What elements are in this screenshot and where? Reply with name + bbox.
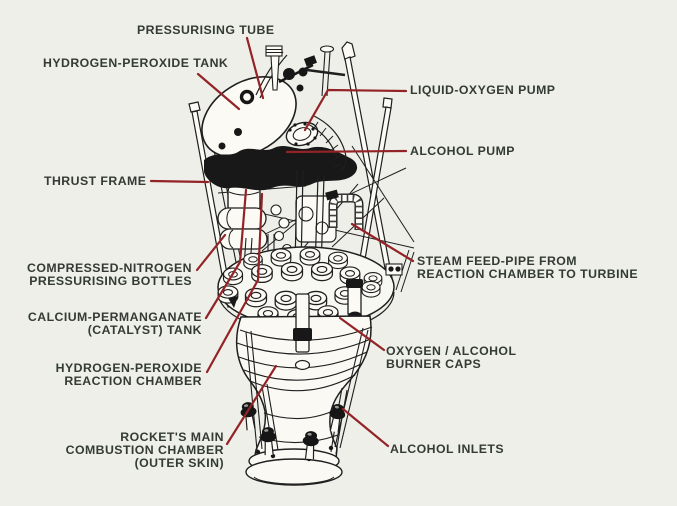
leader-pressurising-tube [245, 36, 265, 100]
leader-alcohol-pump [285, 149, 408, 154]
steam-feed-pipe-drawing [325, 189, 364, 230]
engine-art [188, 41, 415, 486]
label-compressed-nitrogen-line1: COMPRESSED-NITROGEN [27, 261, 192, 275]
leader-thrust-frame [149, 179, 210, 184]
label-steam-feed-pipe-line1: STEAM FEED-PIPE FROM [417, 254, 577, 268]
leader-liquid-oxygen-pump [303, 88, 408, 132]
injector-manifold-dark-mass [204, 128, 358, 191]
leader-compressed-nitrogen [195, 233, 227, 272]
label-rockets-main-line3: (OUTER SKIN) [135, 456, 224, 470]
label-oxygen-alcohol-burner-caps-line1: OXYGEN / ALCOHOL [386, 344, 516, 358]
label-steam-feed-pipe-line2: REACTION CHAMBER TO TURBINE [417, 267, 638, 281]
label-alcohol-inlets: ALCOHOL INLETS [390, 442, 504, 456]
label-calcium-permanganate-line2: (CATALYST) TANK [88, 323, 202, 337]
leader-lines [149, 36, 415, 448]
pressurising-tube-hardware [265, 45, 346, 97]
label-rockets-main-line2: COMBUSTION CHAMBER [66, 443, 224, 457]
leader-rockets-main-combustion-chamber [225, 364, 278, 446]
label-oxygen-alcohol-burner-caps-line2: BURNER CAPS [386, 357, 481, 371]
leader-hydrogen-peroxide-tank [196, 72, 241, 111]
oxygen-feed-collar-pipe [346, 279, 363, 321]
label-compressed-nitrogen-line2: PRESSURISING BOTTLES [29, 274, 192, 288]
leader-steam-feed-pipe [350, 222, 415, 263]
label-liquid-oxygen-pump: LIQUID-OXYGEN PUMP [410, 83, 555, 97]
label-rockets-main-line1: ROCKET'S MAIN [120, 430, 224, 444]
label-hydrogen-peroxide-tank: HYDROGEN-PEROXIDE TANK [43, 56, 228, 70]
catalyst-tank-and-nitrogen-bottles [217, 182, 275, 284]
leader-hydrogen-peroxide-reaction-chamber [205, 192, 264, 374]
leader-calcium-permanganate [204, 188, 248, 320]
feed-pipes [294, 169, 325, 271]
label-hydrogen-peroxide-reaction-chamber-line1: HYDROGEN-PEROXIDE [56, 361, 202, 375]
label-calcium-permanganate-line1: CALCIUM-PERMANGANATE [28, 310, 202, 324]
label-pressurising-tube: PRESSURISING TUBE [137, 23, 274, 37]
central-igniter-pipe [293, 293, 312, 371]
label-thrust-frame: THRUST FRAME [44, 174, 146, 188]
leader-oxygen-alcohol-burner-caps [338, 316, 386, 352]
liquid-oxygen-pump-drawing [285, 115, 347, 171]
label-hydrogen-peroxide-reaction-chamber-line2: REACTION CHAMBER [64, 374, 202, 388]
leader-alcohol-inlets [341, 407, 390, 448]
labels: PRESSURISING TUBE HYDROGEN-PEROXIDE TANK… [27, 23, 638, 470]
label-alcohol-pump: ALCOHOL PUMP [410, 144, 515, 158]
